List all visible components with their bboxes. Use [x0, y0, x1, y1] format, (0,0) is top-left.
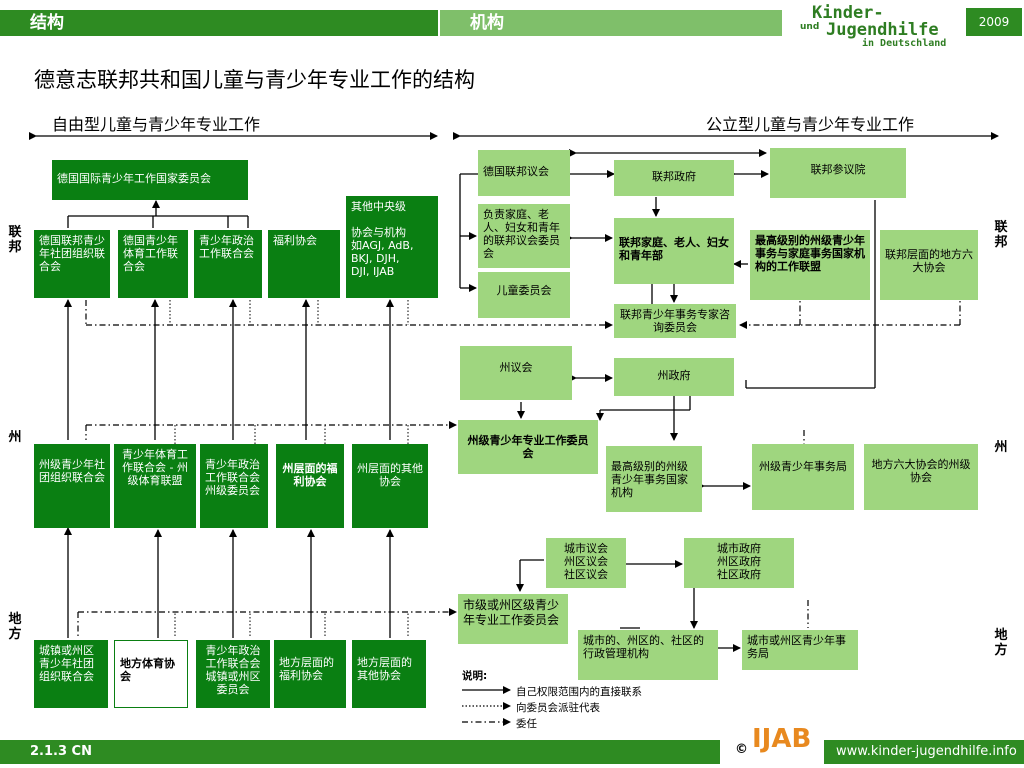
footer-code: 2.1.3 CN: [30, 744, 92, 759]
logo-line1: Kinder-: [812, 3, 884, 23]
box-state-other: 州层面的其他协会: [352, 444, 428, 528]
box-state-welfare: 州层面的福利协会: [276, 444, 344, 528]
box-federal-government: 联邦政府: [614, 160, 734, 196]
box-local-sport: 地方体育协会: [114, 640, 188, 708]
footer-bar-right: [824, 740, 1024, 764]
box-federal-other: 其他中央级 协会与机构 如AGJ, AdB, BKJ, DJH, DJI, IJ…: [346, 196, 438, 298]
box-state-sport: 青少年体育工作联合会 - 州级体育联盟: [114, 444, 196, 528]
level-federal-right: 联邦: [994, 220, 1008, 250]
level-local-left: 地方: [8, 612, 22, 642]
box-state-youth-office: 州级青少年事务局: [752, 444, 854, 510]
box-state-top-authority: 最高级别的州级青少年事务国家机构: [606, 446, 702, 512]
box-federal-youth-associations: 德国联邦青少年社团组织联合会: [34, 230, 110, 298]
level-state-left: 州: [8, 430, 22, 445]
box-federal-advisory-board: 联邦青少年事务专家咨询委员会: [614, 304, 736, 338]
box-city-government: 城市政府 州区政府 社区政府: [684, 538, 794, 588]
box-dnk: 德国国际青少年工作国家委员会: [52, 160, 248, 200]
box-local-committee: 市级或州区级青少年专业工作委员会: [458, 594, 568, 644]
logo-line3: in Deutschland: [862, 38, 947, 49]
box-state-political: 青少年政治工作联合会州级委员会: [200, 444, 268, 528]
legend-dotted: 向委员会派驻代表: [516, 702, 600, 714]
footer-bar-left: [0, 740, 720, 764]
footer-url[interactable]: www.kinder-jugendhilfe.info: [836, 744, 1017, 759]
box-local-youth-associations: 城镇或州区青少年社团组织联合会: [34, 640, 108, 708]
logo-line2: Jugendhilfe: [826, 20, 939, 40]
box-federal-sport: 德国青少年体育工作联合会: [118, 230, 188, 298]
box-landtag: 州议会: [460, 346, 572, 400]
box-federal-political: 青少年政治工作联合会: [194, 230, 262, 298]
box-state-youth-associations: 州级青少年社团组织联合会: [34, 444, 110, 528]
box-bundesrat: 联邦参议院: [770, 148, 906, 198]
header-label-institutions: 机构: [470, 13, 504, 33]
legend-dashdot: 委任: [516, 718, 537, 730]
copyright-icon: ©: [735, 742, 748, 757]
header-bar-right: [440, 10, 782, 36]
box-federal-ministry: 联邦家庭、老人、妇女和青年部: [614, 218, 734, 284]
ijab-logo: IJAB: [752, 724, 812, 754]
level-local-right: 地方: [994, 628, 1008, 658]
page-title: 德意志联邦共和国儿童与青少年专业工作的结构: [34, 68, 475, 92]
legend-solid: 自己权限范围内的直接联系: [516, 686, 642, 698]
logo-und: und: [800, 22, 820, 32]
box-state-six-associations: 地方六大协会的州级协会: [864, 444, 978, 510]
box-federal-welfare: 福利协会: [268, 230, 340, 298]
level-federal-left: 联邦: [8, 225, 22, 255]
box-local-administration: 城市的、州区的、社区的行政管理机构: [578, 630, 718, 680]
box-bt-committee: 负责家庭、老人、妇女和青年的联邦议会委员会: [478, 204, 570, 268]
box-local-welfare: 地方层面的福利协会: [274, 640, 346, 708]
box-state-government: 州政府: [614, 358, 734, 396]
legend-title: 说明:: [462, 670, 488, 682]
level-state-right: 州: [994, 440, 1008, 455]
section-public: 公立型儿童与青少年专业工作: [706, 115, 915, 134]
header-label-structure: 结构: [30, 13, 64, 33]
box-local-political: 青少年政治工作联合会城镇或州区委员会: [196, 640, 270, 708]
box-local-youth-office: 城市或州区青少年事务局: [742, 630, 858, 670]
section-free: 自由型儿童与青少年专业工作: [52, 115, 261, 134]
box-federal-six-associations: 联邦层面的地方六大协会: [880, 230, 978, 300]
box-city-council: 城市议会 州区议会 社区议会: [546, 538, 626, 588]
box-kinderkommission: 儿童委员会: [478, 272, 570, 318]
year-badge: 2009: [966, 8, 1022, 36]
box-local-other: 地方层面的其他协会: [352, 640, 426, 708]
box-top-state-authorities-union: 最高级别的州级青少年事务与家庭事务国家机构的工作联盟: [750, 230, 870, 300]
header-bar-left: [0, 10, 438, 36]
box-bundestag: 德国联邦议会: [478, 150, 570, 196]
box-state-committee: 州级青少年专业工作委员会: [458, 420, 598, 474]
